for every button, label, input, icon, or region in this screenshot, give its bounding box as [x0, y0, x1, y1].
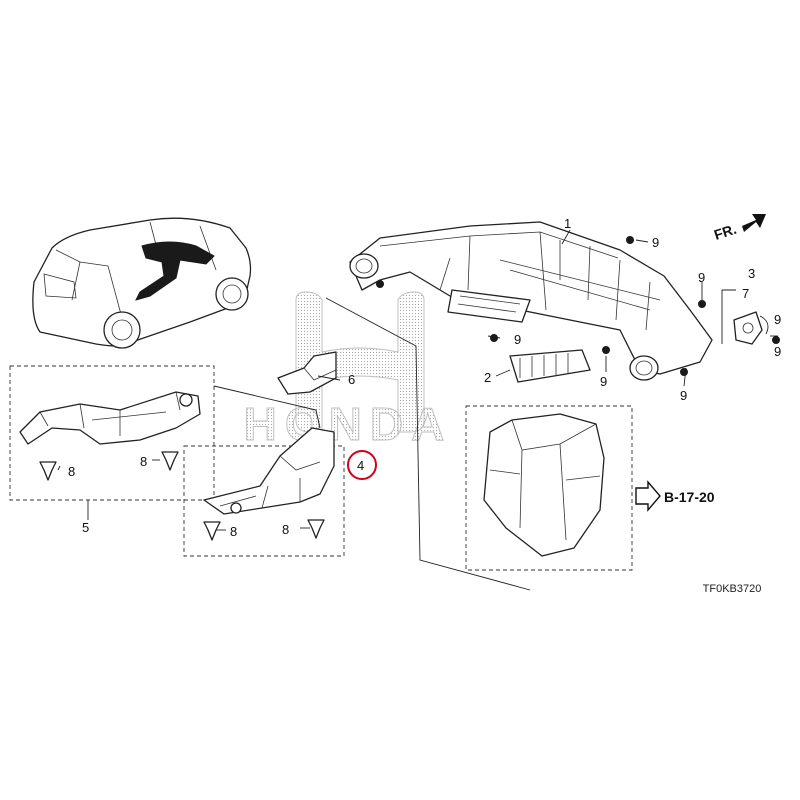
duct-location-highlight — [135, 241, 215, 301]
bolt-fastener — [626, 236, 634, 244]
callout-1: 1 — [564, 216, 571, 231]
part-6-bracket — [277, 351, 337, 395]
reference-label: B-17-20 — [664, 489, 715, 505]
callout-9: 9 — [680, 388, 687, 403]
leader-lines — [57, 229, 778, 591]
callout-2: 2 — [484, 370, 491, 385]
callout-9: 9 — [698, 270, 705, 285]
front-direction-arrow: FR. — [712, 214, 766, 243]
vehicle-location-view — [32, 217, 252, 349]
clip-fastener — [307, 519, 325, 539]
part-3-sensor — [721, 289, 769, 345]
bolt-fastener — [602, 346, 610, 354]
part-1-duct-assembly — [349, 221, 713, 381]
part-5-duct — [19, 391, 201, 445]
callout-9: 9 — [652, 235, 659, 250]
honda-watermark: HONDA — [243, 291, 453, 451]
callout-6: 6 — [348, 372, 355, 387]
callout-9: 9 — [514, 332, 521, 347]
bolt-fastener — [772, 336, 780, 344]
bolt-fastener — [490, 334, 498, 342]
callout-8: 8 — [230, 524, 237, 539]
svg-text:FR.: FR. — [712, 221, 738, 243]
callout-5: 5 — [82, 520, 89, 535]
arrow-right-icon — [742, 214, 766, 232]
heater-unit — [483, 413, 605, 557]
callout-9: 9 — [600, 374, 607, 389]
callout-8: 8 — [140, 454, 147, 469]
clip-fastener — [203, 521, 221, 541]
callout-7: 7 — [742, 286, 749, 301]
bolt-fastener — [680, 368, 688, 376]
clip-fastener — [161, 451, 179, 471]
hollow-arrow-icon — [635, 480, 661, 512]
diagram-code: TF0KB3720 — [703, 583, 762, 595]
callout-3: 3 — [748, 266, 755, 281]
honda-wordmark: HONDA — [244, 398, 453, 450]
callout-8: 8 — [68, 464, 75, 479]
reference-link: B-17-20 — [635, 480, 715, 512]
callout-9: 9 — [774, 312, 781, 327]
highlighted-part-4: 4 — [347, 450, 377, 480]
part-2-vent — [509, 349, 591, 383]
bolt-fastener — [698, 300, 706, 308]
bolt-fastener — [376, 280, 384, 288]
part-4-duct — [203, 427, 335, 515]
callout-4: 4 — [357, 458, 364, 473]
clip-fastener — [39, 461, 57, 481]
callout-8: 8 — [282, 522, 289, 537]
callout-9: 9 — [774, 344, 781, 359]
